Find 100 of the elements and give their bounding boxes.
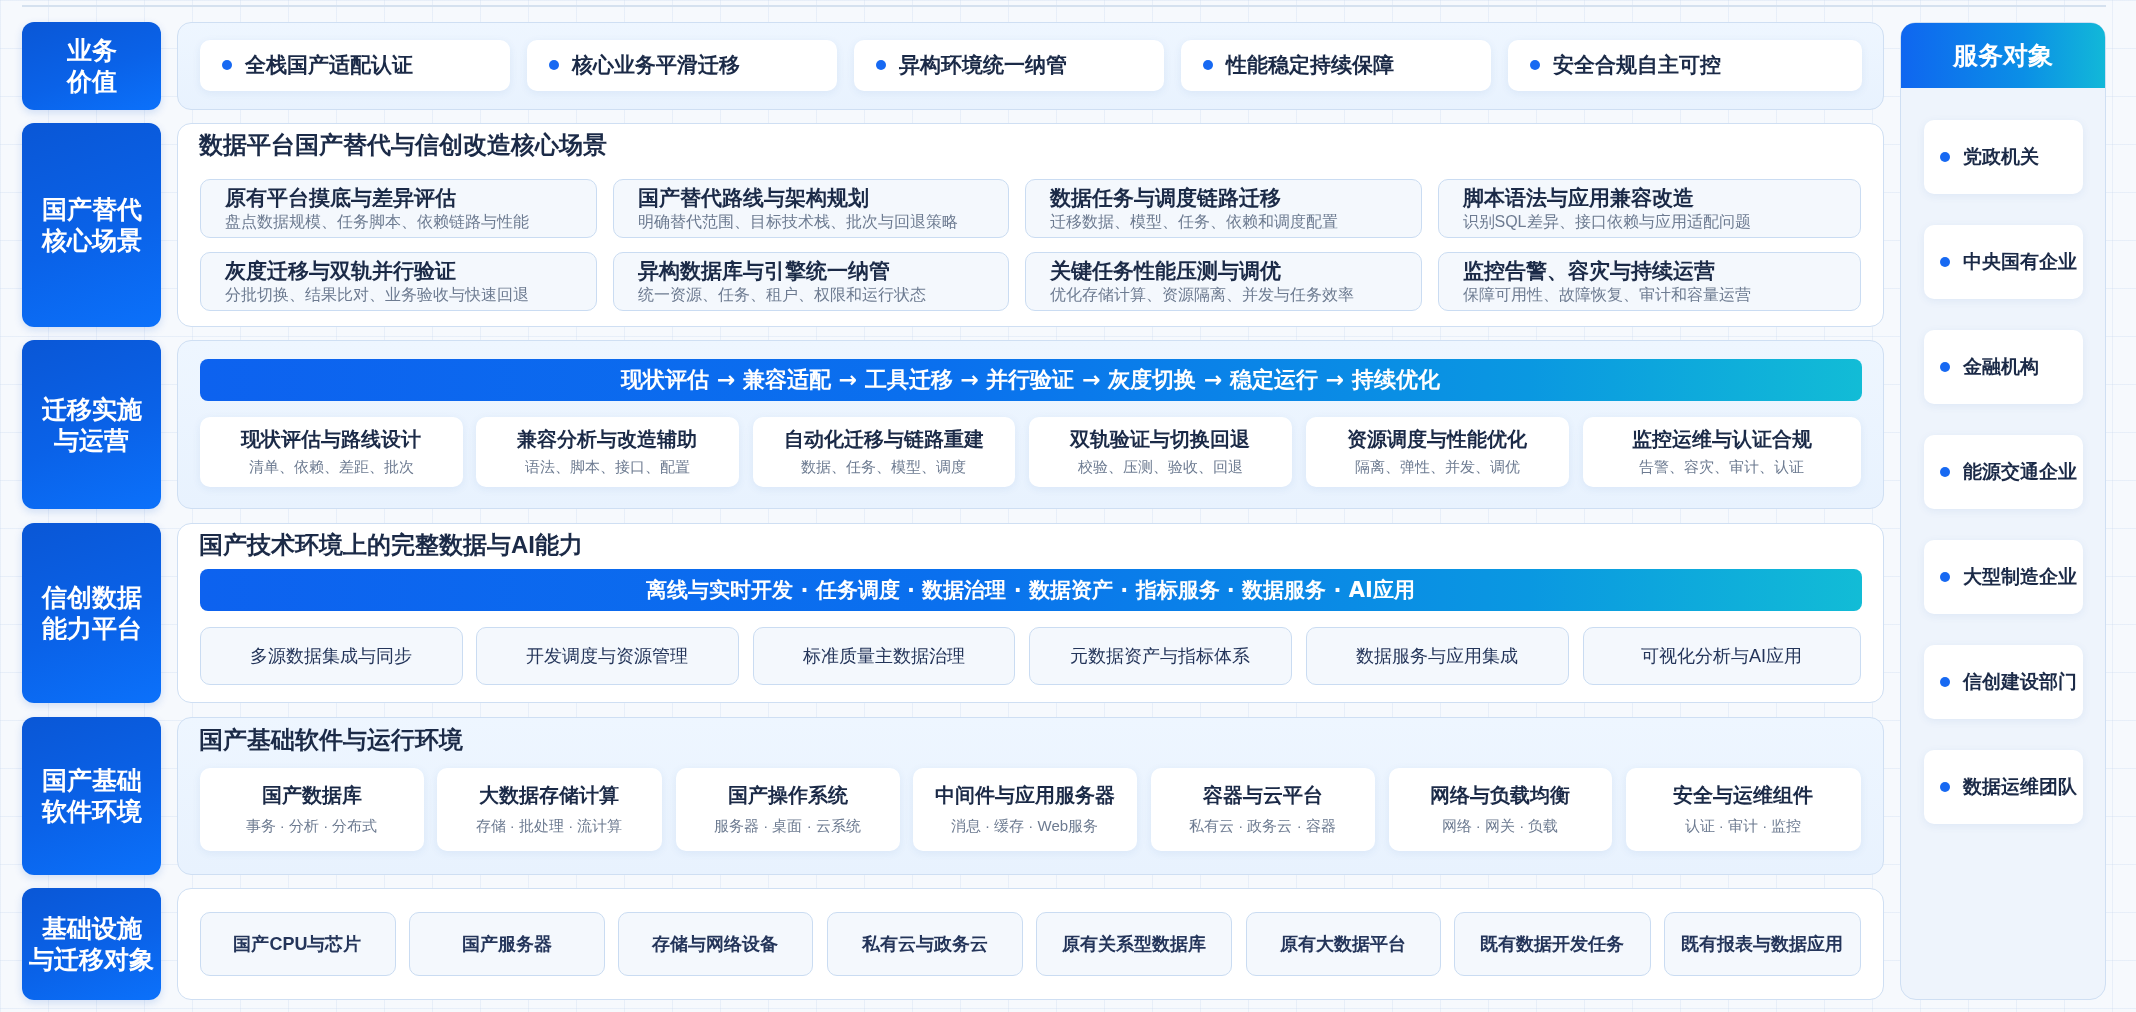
item-text: 安全合规自主可控	[1552, 52, 1721, 78]
feature-card	[912, 767, 1137, 851]
card-subtitle: 网络 · 网关 · 负载	[1441, 816, 1559, 836]
item-text: 大型制造企业	[1962, 564, 2077, 589]
card-subtitle: 迁移数据、模型、任务、依赖和调度配置	[1049, 211, 1339, 232]
item-text: 党政机关	[1962, 144, 2039, 169]
panel-heading: 数据平台国产替代与信创改造核心场景	[199, 129, 607, 160]
capability-card: 开发调度与资源管理	[475, 626, 739, 685]
card-subtitle: 统一资源、任务、租户、权限和运行状态	[637, 284, 927, 305]
list-item	[1923, 434, 2083, 509]
layer-panel	[177, 888, 1884, 1000]
feature-card	[675, 767, 900, 851]
panel-header: 服务对象	[1901, 23, 2105, 88]
side-panel	[1900, 22, 2106, 1000]
item-text: 金融机构	[1962, 354, 2039, 379]
row-label: 信创数据能力平台	[22, 523, 161, 703]
card-title: 关键任务性能压测与调优	[1049, 257, 1282, 284]
value-card	[199, 39, 510, 91]
object-card: 国产服务器	[408, 911, 605, 976]
scenario-card	[199, 251, 597, 311]
value-card	[1180, 39, 1491, 91]
layer-panel	[177, 340, 1884, 509]
value-card	[853, 39, 1164, 91]
item-text: 能源交通企业	[1962, 459, 2077, 484]
card-title: 国产数据库	[261, 783, 362, 808]
capability-card: 多源数据集成与同步	[199, 626, 463, 685]
value-card	[526, 39, 837, 91]
feature-card	[1150, 767, 1375, 851]
card-title: 国产替代路线与架构规划	[637, 184, 870, 211]
item-text: 中央国有企业	[1962, 249, 2077, 274]
card-subtitle: 保障可用性、故障恢复、审计和容量运营	[1462, 284, 1752, 305]
layer-panel	[177, 523, 1884, 703]
object-card: 存储与网络设备	[617, 911, 813, 976]
capability-card: 可视化分析与AI应用	[1582, 626, 1861, 685]
scenario-card	[1024, 178, 1422, 238]
row-label: 迁移实施与运营	[22, 340, 161, 509]
layer-panel	[177, 123, 1884, 327]
card-title: 容器与云平台	[1202, 783, 1323, 808]
scenario-card	[1024, 251, 1422, 311]
card-title: 兼容分析与改造辅助	[517, 427, 697, 452]
card-subtitle: 校验、压测、验收、回退	[1077, 457, 1243, 477]
card-subtitle: 清单、依赖、差距、批次	[248, 457, 414, 477]
item-text: 核心业务平滑迁移	[571, 52, 740, 78]
card-title: 脚本语法与应用兼容改造	[1462, 184, 1695, 211]
list-item	[1923, 749, 2083, 824]
card-title: 国产操作系统	[727, 783, 848, 808]
item-text: 数据运维团队	[1962, 774, 2077, 799]
card-subtitle: 识别SQL差异、接口依赖与应用适配问题	[1462, 211, 1752, 232]
panel-heading: 国产技术环境上的完整数据与AI能力	[199, 529, 583, 560]
feature-card	[752, 416, 1015, 487]
card-subtitle: 事务 · 分析 · 分布式	[245, 816, 378, 836]
flow-band: 现状评估 → 兼容适配 → 工具迁移 → 并行验证 → 灰度切换 → 稳定运行 → 持续优化	[199, 358, 1862, 401]
card-title: 网络与负载均衡	[1430, 783, 1570, 808]
card-subtitle: 优化存储计算、资源隔离、并发与任务效率	[1049, 284, 1355, 305]
card-title: 安全与运维组件	[1673, 783, 1813, 808]
scenario-card	[1437, 178, 1861, 238]
item-text: 异构环境统一纳管	[898, 52, 1067, 78]
list-item	[1923, 539, 2083, 614]
capability-card: 标准质量主数据治理	[752, 626, 1015, 685]
card-subtitle: 私有云 · 政务云 · 容器	[1189, 816, 1336, 836]
feature-card	[1582, 416, 1861, 487]
feature-card	[1305, 416, 1569, 487]
scenario-card	[1437, 251, 1861, 311]
card-title: 自动化迁移与链路重建	[783, 427, 984, 452]
scenario-card	[612, 178, 1009, 238]
object-card: 既有报表与数据应用	[1663, 911, 1861, 976]
panel-heading: 国产基础软件与运行环境	[199, 724, 463, 755]
card-title: 异构数据库与引擎统一纳管	[637, 257, 891, 284]
card-title: 监控告警、容灾与持续运营	[1462, 257, 1716, 284]
card-title: 数据任务与调度链路迁移	[1049, 184, 1282, 211]
capability-card: 数据服务与应用集成	[1305, 626, 1569, 685]
item-text: 信创建设部门	[1962, 669, 2077, 694]
card-subtitle: 语法、脚本、接口、配置	[524, 457, 690, 477]
feature-card	[199, 416, 463, 487]
feature-card	[199, 767, 424, 851]
object-card: 国产CPU与芯片	[199, 911, 396, 976]
card-title: 原有平台摸底与差异评估	[224, 184, 457, 211]
card-subtitle: 消息 · 缓存 · Web服务	[950, 816, 1099, 836]
row-label: 国产基础软件环境	[22, 717, 161, 875]
scenario-card	[612, 251, 1009, 311]
card-subtitle: 隔离、弹性、并发、调优	[1354, 457, 1520, 477]
card-title: 现状评估与路线设计	[241, 427, 421, 452]
card-title: 资源调度与性能优化	[1347, 427, 1527, 452]
list-item	[1923, 119, 2083, 194]
row-label: 基础设施与迁移对象	[22, 888, 161, 1000]
object-card: 既有数据开发任务	[1453, 911, 1651, 976]
layer-panel	[177, 22, 1884, 110]
card-title: 监控运维与认证合规	[1631, 427, 1812, 452]
row-label: 国产替代核心场景	[22, 123, 161, 327]
list-item	[1923, 644, 2083, 719]
feature-card	[1388, 767, 1612, 851]
flow-band: 离线与实时开发 · 任务调度 · 数据治理 · 数据资产 · 指标服务 · 数据服务 · AI应用	[199, 568, 1862, 611]
list-item	[1923, 224, 2083, 299]
feature-card	[1625, 767, 1861, 851]
capability-card: 元数据资产与指标体系	[1028, 626, 1292, 685]
value-card	[1507, 39, 1862, 91]
list-item	[1923, 329, 2083, 404]
card-subtitle: 认证 · 审计 · 监控	[1684, 816, 1802, 836]
card-subtitle: 数据、任务、模型、调度	[801, 457, 966, 477]
item-text: 性能稳定持续保障	[1225, 52, 1394, 78]
